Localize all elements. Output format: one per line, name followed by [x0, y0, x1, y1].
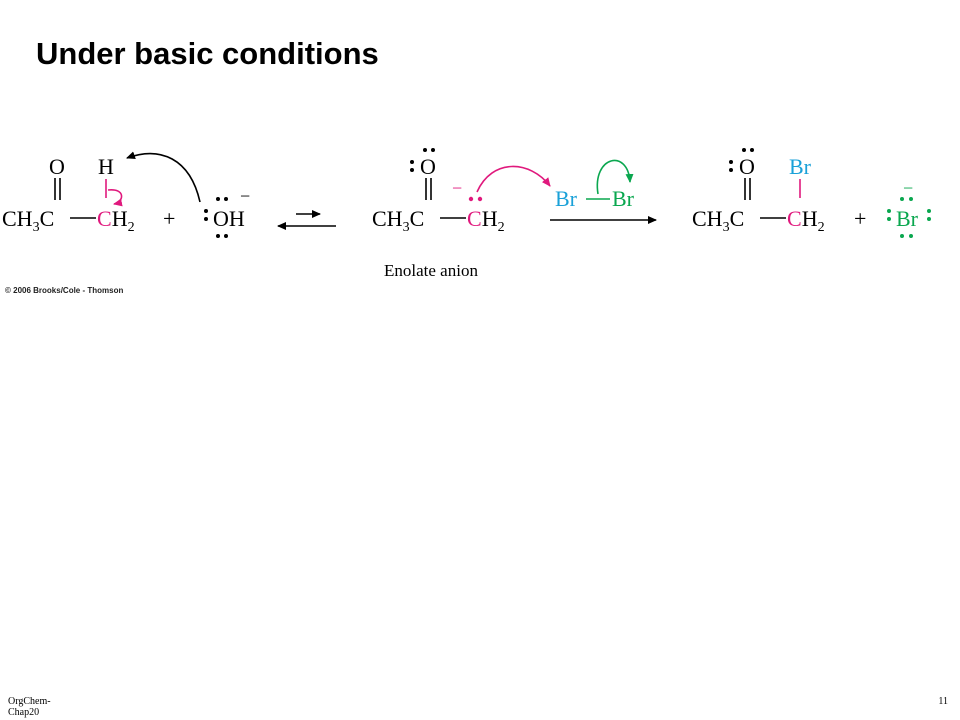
br-br-cleavage-arrow [596, 159, 634, 195]
svg-text:CH2: CH2 [467, 206, 505, 235]
enolate-label: Enolate anion [384, 261, 478, 280]
enolate-carbonyl-carbon: C [410, 206, 425, 231]
alpha-carbon: C [97, 206, 112, 231]
bromine-atom-2: Br [612, 186, 635, 211]
enolate-alpha-subscript: 2 [498, 220, 505, 235]
acetone-molecule: O H CH3C CH2 [2, 154, 135, 235]
hydroxide-ion: OH − [126, 151, 250, 238]
svg-text:CH3C: CH3C [372, 206, 424, 235]
bromine-molecule: Br Br [555, 159, 635, 211]
methyl-subscript: 3 [33, 220, 40, 235]
alpha-hydrogen: H [98, 154, 114, 179]
hydroxide-lone-pairs [204, 197, 228, 238]
enolate-methyl-subscript: 3 [403, 220, 410, 235]
product-alpha-carbon: C [787, 206, 802, 231]
page-number: 11 [938, 696, 948, 707]
bromine-atom-1: Br [555, 186, 578, 211]
svg-text:CH3C: CH3C [692, 206, 744, 235]
plus-sign-2: + [854, 206, 866, 231]
svg-text:CH2: CH2 [97, 206, 135, 235]
hydroxide-charge: − [240, 186, 250, 206]
enolate-alpha-carbon: C [467, 206, 482, 231]
hydroxide-oh: OH [213, 206, 245, 231]
enolate-oxygen: O [420, 154, 436, 179]
carbonyl-oxygen: O [49, 154, 65, 179]
product-oxygen-lone-pairs [729, 148, 754, 172]
equilibrium-arrows [277, 210, 336, 230]
enolate-alpha-h: H [482, 206, 498, 231]
product-oxygen: O [739, 154, 755, 179]
enolate-oxygen-lone-pairs [410, 148, 435, 172]
bromide-atom: Br [896, 206, 919, 231]
ch-bond-curved-arrow [107, 189, 123, 207]
svg-text:CH3C: CH3C [2, 206, 54, 235]
carbonyl-carbon: C [40, 206, 55, 231]
bromide-lone-pairs [887, 197, 931, 238]
slide-title: Under basic conditions [36, 36, 379, 71]
enolate-carbanion-lone-pair [468, 196, 483, 202]
footer-course-label: OrgChem-Chap20 [8, 696, 51, 718]
enolate-charge: − [452, 178, 462, 198]
plus-sign-1: + [163, 206, 175, 231]
product-alpha-subscript: 2 [818, 220, 825, 235]
bromide-ion: Br − [887, 178, 931, 238]
bromide-charge: − [903, 178, 913, 198]
copyright-notice: © 2006 Brooks/Cole - Thomson [5, 286, 124, 295]
product-carbonyl-carbon: C [730, 206, 745, 231]
product-methyl-ch: CH [692, 206, 723, 231]
product-alpha-h: H [802, 206, 818, 231]
enolate-attack-arrow [476, 165, 551, 193]
bromoacetone-molecule: O Br CH3C CH2 [692, 148, 825, 235]
enolate-molecule: O CH3C CH2 − Enolate anion [372, 148, 551, 280]
alpha-h: H [112, 206, 128, 231]
alpha-h-subscript: 2 [128, 220, 135, 235]
enolate-methyl-ch: CH [372, 206, 403, 231]
svg-text:CH2: CH2 [787, 206, 825, 235]
reaction-scheme: O H CH3C CH2 + OH − [2, 148, 931, 280]
hydroxide-attack-arrow [126, 151, 201, 203]
product-methyl-subscript: 3 [723, 220, 730, 235]
product-bromine: Br [789, 154, 812, 179]
methyl-ch: CH [2, 206, 33, 231]
